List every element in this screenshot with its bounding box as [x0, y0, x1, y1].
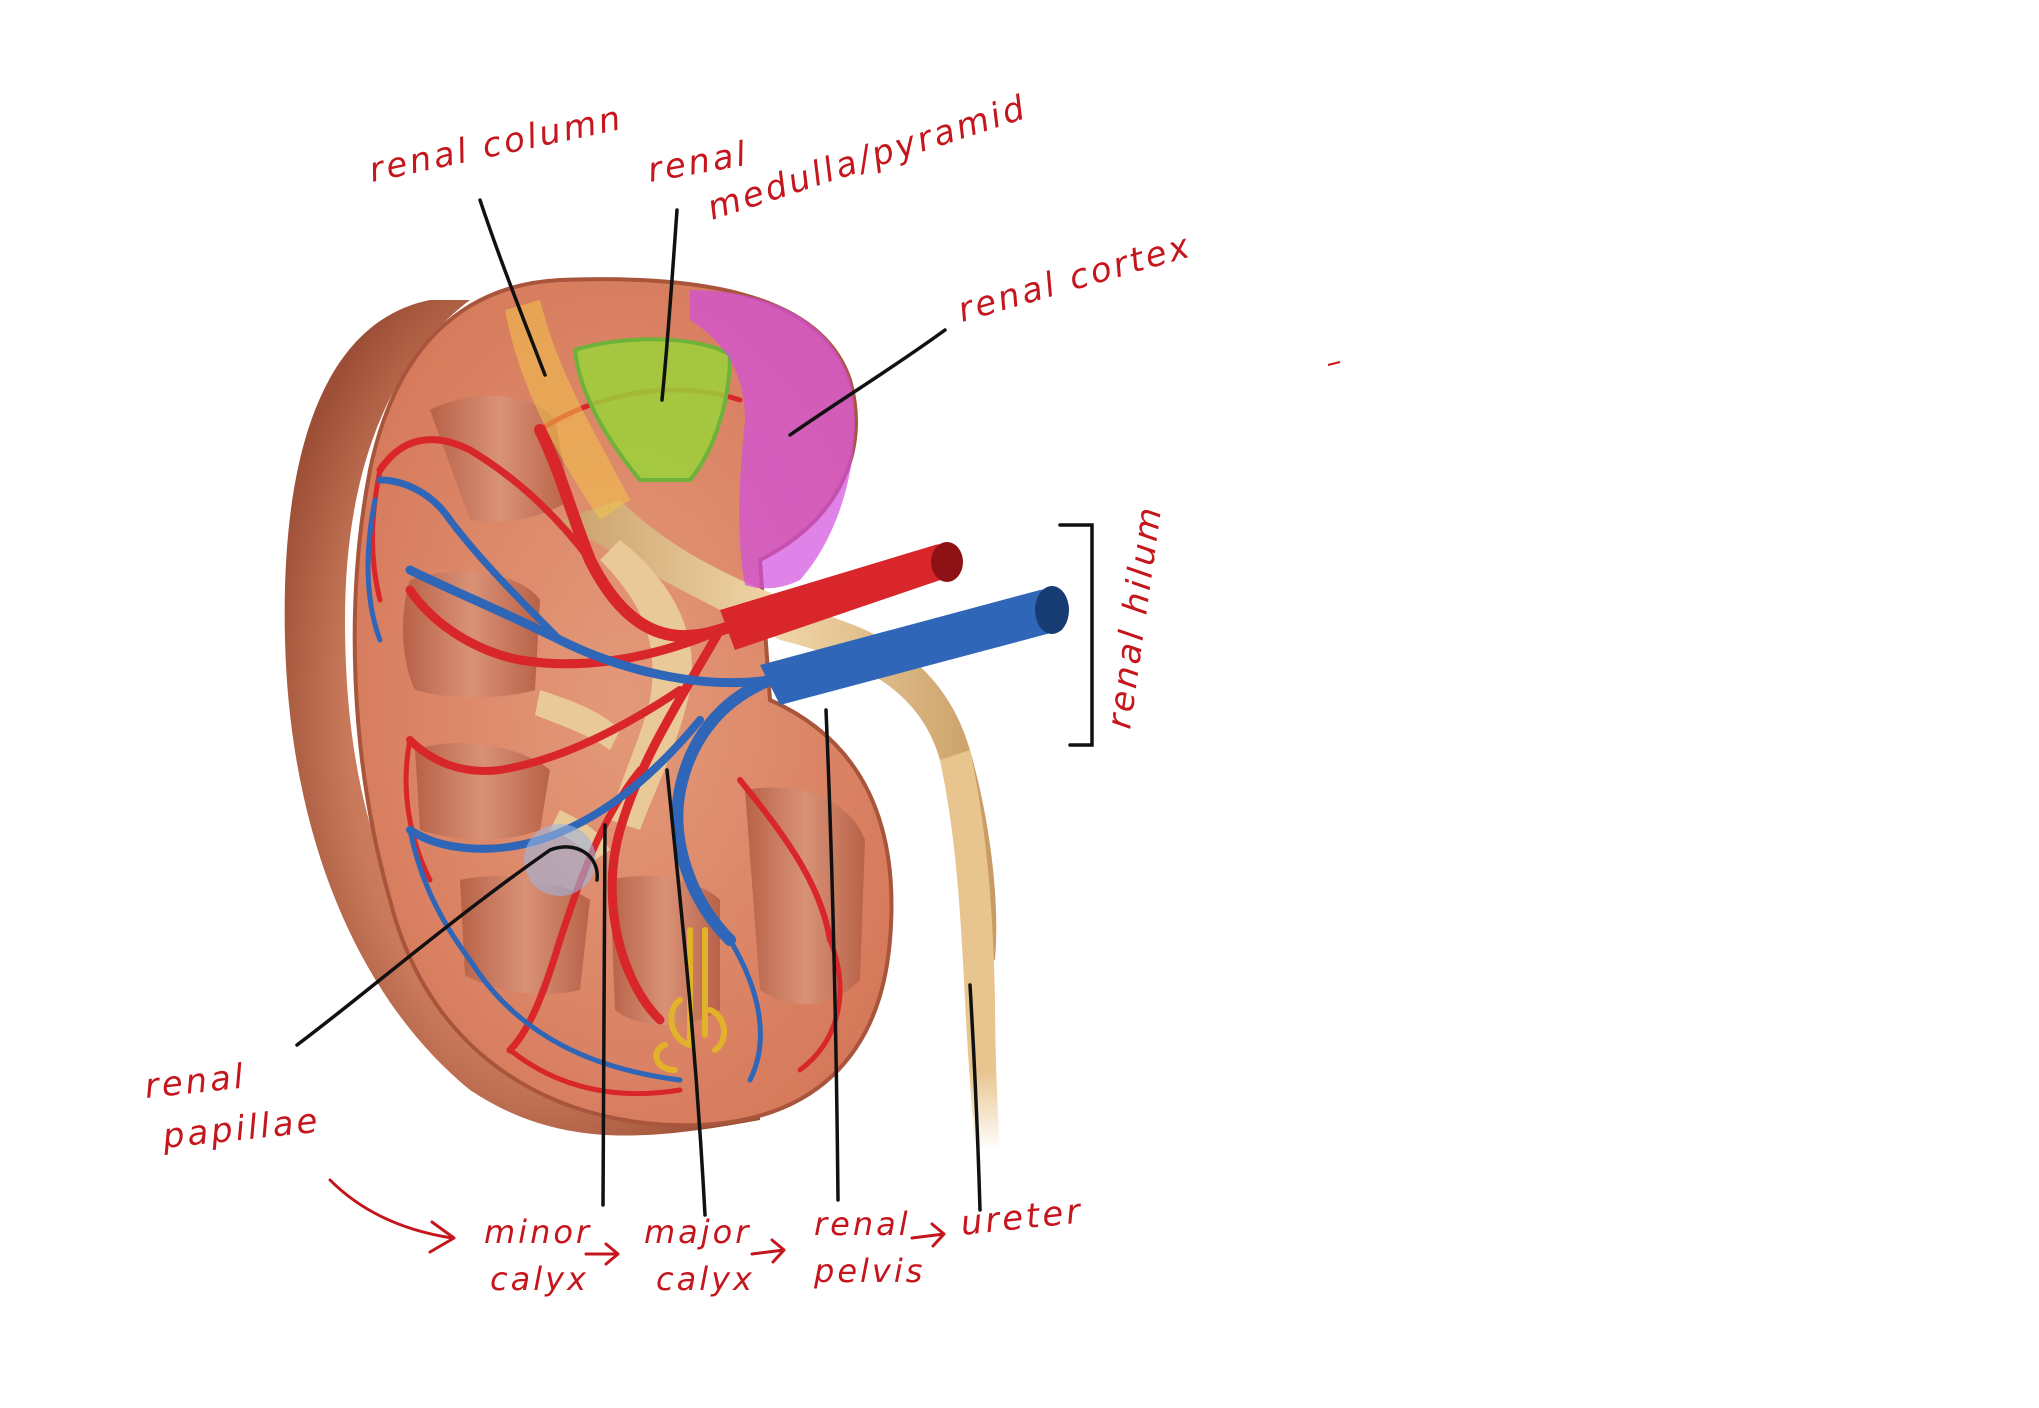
pyramid — [745, 787, 865, 1004]
renal-artery-opening — [931, 542, 963, 582]
renal-vein-opening — [1035, 586, 1069, 634]
artery-branch — [737, 777, 833, 943]
artery-branch — [406, 686, 684, 775]
renal-papillae-leader — [295, 845, 599, 1047]
minor-calyx-leader — [601, 823, 607, 1207]
renal-medulla-leader — [660, 208, 679, 402]
stray-mark — [1327, 361, 1341, 366]
label-renal-medulla-line2: medulla/pyramid — [702, 87, 1032, 228]
renal-papillae-highlight — [524, 824, 596, 896]
artery-branch — [607, 625, 725, 1025]
ureter-leader — [968, 983, 982, 1212]
label-renal-papillae-line2: papillae — [160, 1101, 322, 1157]
artery-branch — [405, 585, 725, 669]
renal-cortex-leader — [788, 328, 947, 437]
renal-pelvis-leader — [824, 708, 840, 1202]
major-calyx-leader — [665, 768, 707, 1217]
label-renal-column: renal column — [366, 98, 627, 191]
renal-medulla-highlight — [572, 337, 733, 482]
label-minor-calyx-line2: calyx — [490, 1260, 589, 1298]
label-renal-cortex: renal cortex — [953, 226, 1196, 331]
label-major-calyx-line1: major — [644, 1213, 751, 1251]
renal-pelvis — [560, 500, 997, 960]
renal-hilum-bracket — [1058, 523, 1094, 747]
arrow-right-icon — [584, 1242, 620, 1266]
flow-arrows — [328, 1178, 946, 1266]
pyramid — [460, 876, 590, 995]
label-ureter: ureter — [959, 1191, 1085, 1244]
renal-artery-trunk — [720, 544, 957, 650]
renal-veins — [365, 476, 1069, 1083]
leader-lines — [295, 198, 1094, 1217]
kidney-illustration — [284, 277, 1069, 1150]
renal-column-leader — [478, 198, 547, 377]
label-renal-papillae-line1: renal — [143, 1057, 248, 1107]
renal-vein-trunk — [760, 589, 1066, 705]
label-major-calyx-line2: calyx — [656, 1260, 755, 1298]
arcuate-artery — [370, 387, 843, 1097]
artery-branch — [376, 436, 594, 564]
renal-cortex-highlight — [690, 290, 855, 589]
label-minor-calyx-line1: minor — [484, 1213, 592, 1251]
ureter-tube — [940, 750, 1000, 1150]
label-renal-pelvis-line2: pelvis — [813, 1252, 925, 1290]
arrow-right-icon — [328, 1178, 456, 1254]
label-renal-pelvis-line1: renal — [814, 1205, 911, 1243]
renal-arteries — [370, 387, 963, 1097]
arrow-right-icon — [750, 1238, 786, 1264]
pyramid — [403, 571, 540, 698]
vein-branch — [376, 476, 564, 644]
arcuate-vein — [365, 497, 763, 1083]
label-renal-hilum: renal hilum — [1099, 502, 1170, 731]
arrow-right-icon — [910, 1222, 946, 1248]
